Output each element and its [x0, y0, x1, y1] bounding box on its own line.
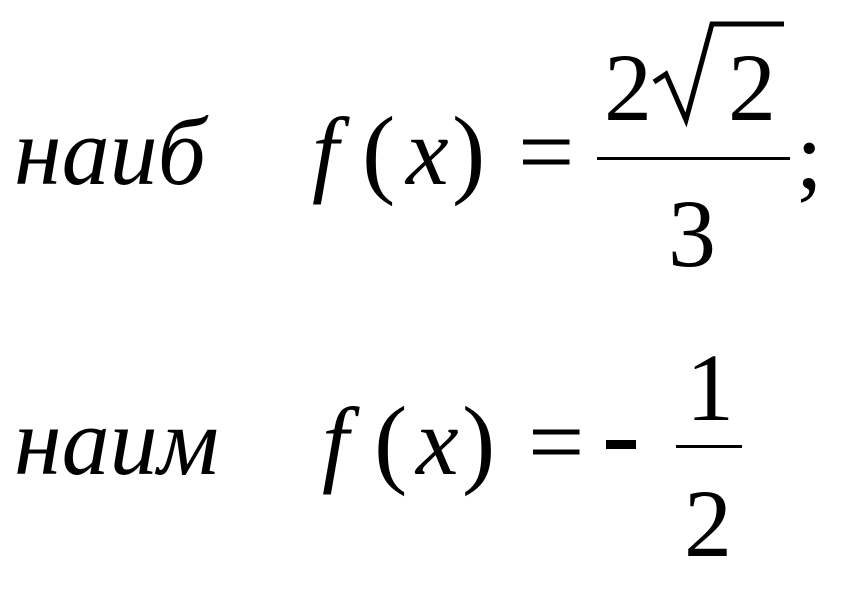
function-symbol: f: [312, 98, 339, 205]
left-parenthesis: (: [362, 96, 396, 207]
fraction-bar: [676, 445, 742, 448]
right-parenthesis: ): [452, 96, 486, 207]
max-label: наиб: [14, 98, 206, 205]
denominator: 3: [668, 180, 716, 287]
semicolon: ;: [796, 102, 823, 209]
variable: x: [416, 388, 459, 495]
sqrt-icon: [652, 21, 784, 128]
equals-sign: =: [528, 386, 585, 497]
numerator-radicand: 2: [728, 34, 776, 141]
numerator: 1: [686, 334, 734, 441]
denominator: 2: [684, 470, 732, 577]
numerator-coefficient: 2: [604, 34, 652, 141]
equals-sign: =: [518, 96, 575, 207]
right-parenthesis: ): [462, 386, 496, 497]
variable: x: [406, 98, 449, 205]
equation-min: наим f ( x ) = - 1 2: [0, 296, 845, 592]
minus-sign: -: [606, 440, 636, 449]
equation-max: наиб f ( x ) = 2 2 3 ;: [14, 21, 823, 287]
min-label: наим: [14, 388, 219, 495]
fraction-bar: [597, 157, 790, 160]
left-parenthesis: (: [374, 386, 408, 497]
function-symbol: f: [322, 388, 349, 495]
